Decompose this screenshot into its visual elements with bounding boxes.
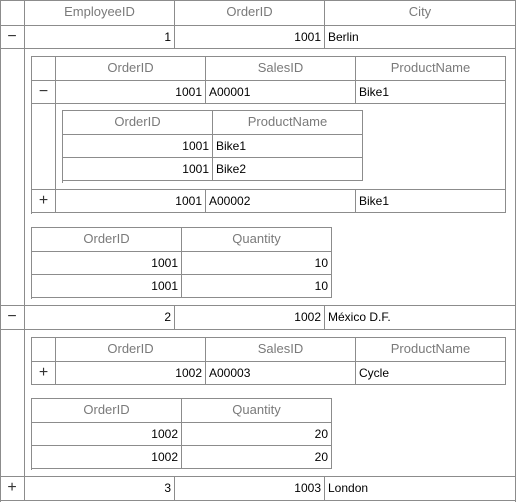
table-row[interactable]: 1001 10 [32, 252, 332, 275]
productname-cell[interactable]: Bike1 [356, 190, 506, 213]
expand-toggle-icon[interactable]: + [32, 190, 56, 213]
orderid-cell[interactable]: 1001 [56, 190, 206, 213]
orderid-cell[interactable]: 1002 [56, 362, 206, 385]
quantity-grid: OrderID Quantity 1002 20 1002 20 [31, 398, 332, 470]
table-row[interactable]: 1001 Bike1 [63, 135, 363, 158]
header-quantity[interactable]: Quantity [182, 399, 332, 423]
quantity-grid: OrderID Quantity 1001 10 1001 10 [31, 227, 332, 299]
header-salesid[interactable]: SalesID [206, 338, 356, 362]
detail-area [32, 104, 506, 190]
table-row[interactable]: − 1 1001 Berlin [0, 26, 516, 49]
header-orderid[interactable]: OrderID [32, 228, 182, 252]
header-orderid[interactable]: OrderID [175, 1, 325, 26]
table-row[interactable]: + 1001 A00002 Bike1 [32, 190, 506, 213]
orderid-cell[interactable]: 1002 [32, 423, 182, 446]
employeeid-cell[interactable]: 2 [25, 306, 175, 330]
header-productname[interactable]: ProductName [356, 57, 506, 81]
productname-cell[interactable]: Bike1 [356, 81, 506, 104]
sales-header-indent [32, 57, 56, 81]
product-grid: OrderID ProductName 1001 Bike1 1001 Bike… [62, 110, 363, 183]
table-row[interactable]: + 1002 A00003 Cycle [32, 362, 506, 385]
collapse-toggle-icon[interactable]: − [32, 81, 56, 104]
header-productname[interactable]: ProductName [213, 111, 363, 135]
header-employeeid[interactable]: EmployeeID [25, 1, 175, 26]
orderid-cell[interactable]: 1001 [175, 26, 325, 49]
header-productname[interactable]: ProductName [356, 338, 506, 362]
salesid-cell[interactable]: A00001 [206, 81, 356, 104]
quantity-cell[interactable]: 10 [182, 252, 332, 275]
sales-grid: OrderID SalesID ProductName + 1002 A0000… [31, 337, 506, 385]
root-header-indent [0, 1, 25, 26]
header-orderid[interactable]: OrderID [56, 57, 206, 81]
employeeid-cell[interactable]: 1 [25, 26, 175, 49]
table-row[interactable]: 1001 10 [32, 275, 332, 298]
table-row[interactable]: 1002 20 [32, 423, 332, 446]
orderid-cell[interactable]: 1001 [56, 81, 206, 104]
city-cell[interactable]: London [325, 477, 516, 501]
detail-area [0, 330, 516, 477]
salesid-cell[interactable]: A00003 [206, 362, 356, 385]
city-cell[interactable]: México D.F. [325, 306, 516, 330]
header-city[interactable]: City [325, 1, 516, 26]
table-row[interactable]: − 2 1002 México D.F. [0, 306, 516, 330]
detail-area [0, 49, 516, 306]
productname-cell[interactable]: Bike1 [213, 135, 363, 158]
header-salesid[interactable]: SalesID [206, 57, 356, 81]
header-orderid[interactable]: OrderID [32, 399, 182, 423]
table-row[interactable]: + 3 1003 London [0, 477, 516, 501]
orderid-cell[interactable]: 1001 [63, 158, 213, 181]
sales-header-indent [32, 338, 56, 362]
quantity-cell[interactable]: 20 [182, 423, 332, 446]
salesid-cell[interactable]: A00002 [206, 190, 356, 213]
employeeid-cell[interactable]: 3 [25, 477, 175, 501]
table-row[interactable]: 1002 20 [32, 446, 332, 469]
expand-toggle-icon[interactable]: + [0, 477, 25, 501]
quantity-cell[interactable]: 10 [182, 275, 332, 298]
orderid-cell[interactable]: 1001 [32, 275, 182, 298]
expand-toggle-icon[interactable]: + [32, 362, 56, 385]
sales-grid: OrderID SalesID ProductName − 1001 A0000… [31, 56, 506, 214]
table-row[interactable]: − 1001 A00001 Bike1 [32, 81, 506, 104]
orderid-cell[interactable]: 1001 [32, 252, 182, 275]
header-quantity[interactable]: Quantity [182, 228, 332, 252]
collapse-toggle-icon[interactable]: − [0, 26, 25, 49]
quantity-cell[interactable]: 20 [182, 446, 332, 469]
orderid-cell[interactable]: 1001 [63, 135, 213, 158]
city-cell[interactable]: Berlin [325, 26, 516, 49]
productname-cell[interactable]: Bike2 [213, 158, 363, 181]
table-row[interactable]: 1001 Bike2 [63, 158, 363, 181]
orderid-cell[interactable]: 1002 [32, 446, 182, 469]
orderid-cell[interactable]: 1002 [175, 306, 325, 330]
productname-cell[interactable]: Cycle [356, 362, 506, 385]
collapse-toggle-icon[interactable]: − [0, 306, 25, 330]
header-orderid[interactable]: OrderID [63, 111, 213, 135]
orderid-cell[interactable]: 1003 [175, 477, 325, 501]
header-orderid[interactable]: OrderID [56, 338, 206, 362]
